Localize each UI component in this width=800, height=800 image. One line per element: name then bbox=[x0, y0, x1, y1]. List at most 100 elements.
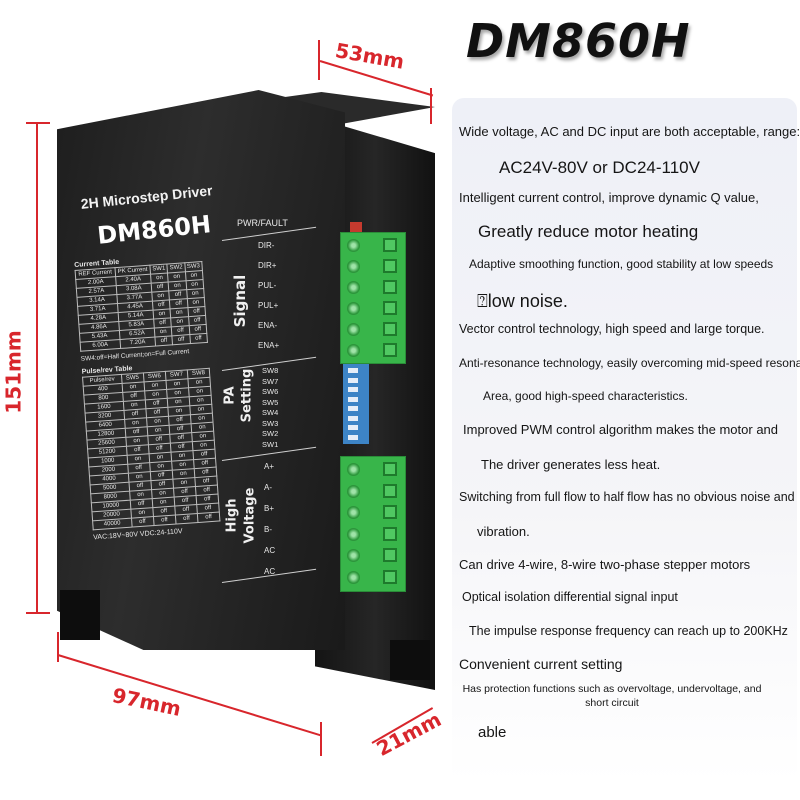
pwr-fault-label: PWR/FAULT bbox=[237, 218, 288, 228]
signal-pin-label: ENA- bbox=[258, 321, 278, 330]
dimension-tick bbox=[430, 88, 432, 124]
signal-pin-label: DIR- bbox=[258, 241, 275, 250]
signal-pin-label: ENA+ bbox=[258, 341, 280, 350]
terminal-screw bbox=[347, 302, 360, 315]
dip-switch bbox=[348, 425, 358, 430]
feature-line: Convenient current setting bbox=[459, 656, 623, 672]
terminal-wire-slot bbox=[383, 322, 397, 336]
feature-line: Improved PWM control algorithm makes the… bbox=[463, 422, 779, 437]
feature-line: Can drive 4-wire, 8-wire two-phase stepp… bbox=[459, 557, 751, 572]
terminal-wire-slot bbox=[383, 526, 397, 541]
terminal-screw bbox=[347, 484, 360, 498]
terminal-wire-slot bbox=[383, 343, 397, 357]
terminal-wire-slot bbox=[383, 505, 397, 519]
signal-pin-label: PUL+ bbox=[258, 301, 279, 310]
switch-pin-label: SW2 bbox=[262, 429, 279, 438]
feature-line: AC24V-80V or DC24-110V bbox=[499, 158, 700, 177]
power-pin-label: B+ bbox=[264, 504, 275, 513]
dip-switch bbox=[348, 406, 358, 411]
feature-line: Anti-resonance technology, easily overco… bbox=[459, 356, 800, 370]
switch-pin-label: SW7 bbox=[262, 376, 279, 386]
signal-pin-labels: DIR- DIR+ PUL- PUL+ ENA- ENA+ bbox=[258, 236, 279, 356]
switch-pin-label: SW8 bbox=[262, 366, 279, 375]
power-pin-labels: A+ A- B+ B- AC AC bbox=[264, 456, 275, 582]
terminal-screw bbox=[347, 323, 360, 336]
switch-pin-label: SW3 bbox=[262, 418, 279, 428]
feature-line: Area, good high-speed characteristics. bbox=[483, 389, 688, 403]
driver-foot-left bbox=[60, 590, 100, 640]
driver-foot-right bbox=[390, 640, 430, 680]
power-pin-label: AC bbox=[264, 567, 276, 576]
pulse-table-cell: off bbox=[175, 513, 198, 525]
dip-switch bbox=[348, 368, 358, 373]
current-table-cell: off bbox=[189, 333, 208, 344]
dip-switch bbox=[348, 377, 358, 383]
power-pin-label: B- bbox=[264, 525, 272, 534]
switch-pin-label: SW1 bbox=[262, 439, 279, 449]
driver-front-panel bbox=[57, 90, 345, 650]
feature-line: The driver generates less heat. bbox=[481, 457, 661, 472]
power-pin-label: AC bbox=[264, 546, 276, 555]
feature-line: Has protection functions such as overvol… bbox=[462, 683, 762, 709]
current-table-cell: off bbox=[154, 335, 173, 347]
features-panel bbox=[452, 98, 797, 783]
feature-line: Switching from full flow to half flow ha… bbox=[459, 490, 795, 504]
switch-pin-label: SW4 bbox=[262, 408, 279, 417]
dimension-tick bbox=[26, 122, 50, 124]
dimension-height-label: 151mm bbox=[1, 330, 26, 414]
dimension-line-depth bbox=[57, 654, 322, 737]
current-table-cell: 6.00A bbox=[80, 339, 121, 352]
dimension-flange-label: 21mm bbox=[372, 707, 446, 761]
dip-switch bbox=[348, 415, 358, 421]
terminal-screw bbox=[347, 260, 360, 273]
pulse-table-cell: off bbox=[131, 516, 154, 528]
feature-line: Optical isolation differential signal in… bbox=[462, 590, 678, 604]
feature-line: Greatly reduce motor heating bbox=[478, 222, 699, 241]
terminal-screw bbox=[347, 527, 360, 541]
power-terminal-block bbox=[340, 456, 406, 592]
signal-pin-label: DIR+ bbox=[258, 261, 277, 270]
dimension-tick bbox=[26, 612, 50, 614]
dimension-line-height bbox=[36, 124, 38, 614]
switch-pin-label: SW6 bbox=[262, 387, 279, 396]
feature-line: The impulse response frequency can reach… bbox=[469, 624, 788, 638]
dip-switch-block bbox=[343, 364, 369, 444]
dip-switch bbox=[348, 434, 358, 440]
hv-section-label-1: High bbox=[224, 498, 240, 533]
status-led bbox=[350, 222, 362, 232]
pulse-table-cell: off bbox=[197, 511, 220, 523]
terminal-wire-slot bbox=[383, 301, 397, 315]
feature-line: Wide voltage, AC and DC input are both a… bbox=[459, 124, 800, 139]
feature-line: Vector control technology, high speed an… bbox=[459, 322, 765, 336]
terminal-screw bbox=[347, 281, 360, 294]
power-pin-label: A- bbox=[264, 483, 272, 492]
pa-section-label-2: Setting bbox=[239, 368, 255, 423]
pulse-table-cell: off bbox=[153, 515, 176, 526]
terminal-screw bbox=[347, 239, 360, 252]
dimension-tick bbox=[57, 632, 59, 662]
pulse-table-cell: 40000 bbox=[92, 518, 132, 530]
feature-line: able bbox=[478, 724, 507, 741]
current-table-cell: 7.20A bbox=[119, 337, 156, 349]
terminal-wire-slot bbox=[383, 548, 397, 562]
feature-line: vibration. bbox=[477, 524, 530, 539]
feature-line: ⍰low noise. bbox=[477, 291, 568, 311]
terminal-wire-slot bbox=[383, 238, 397, 252]
power-pin-label: A+ bbox=[264, 462, 275, 471]
terminal-screw bbox=[347, 344, 360, 357]
terminal-screw bbox=[347, 570, 360, 584]
hv-section-label-2: Voltage bbox=[242, 487, 258, 544]
feature-line: Adaptive smoothing function, good stabil… bbox=[469, 257, 774, 271]
product-title: DM860H bbox=[466, 14, 691, 68]
current-table-cell: off bbox=[172, 334, 191, 345]
terminal-wire-slot bbox=[383, 259, 397, 273]
terminal-wire-slot bbox=[383, 462, 397, 476]
signal-terminal-block bbox=[340, 232, 406, 364]
terminal-wire-slot bbox=[383, 483, 397, 498]
signal-pin-label: PUL- bbox=[258, 281, 277, 290]
signal-section-label: Signal bbox=[231, 274, 249, 328]
dimension-tick bbox=[320, 722, 322, 756]
